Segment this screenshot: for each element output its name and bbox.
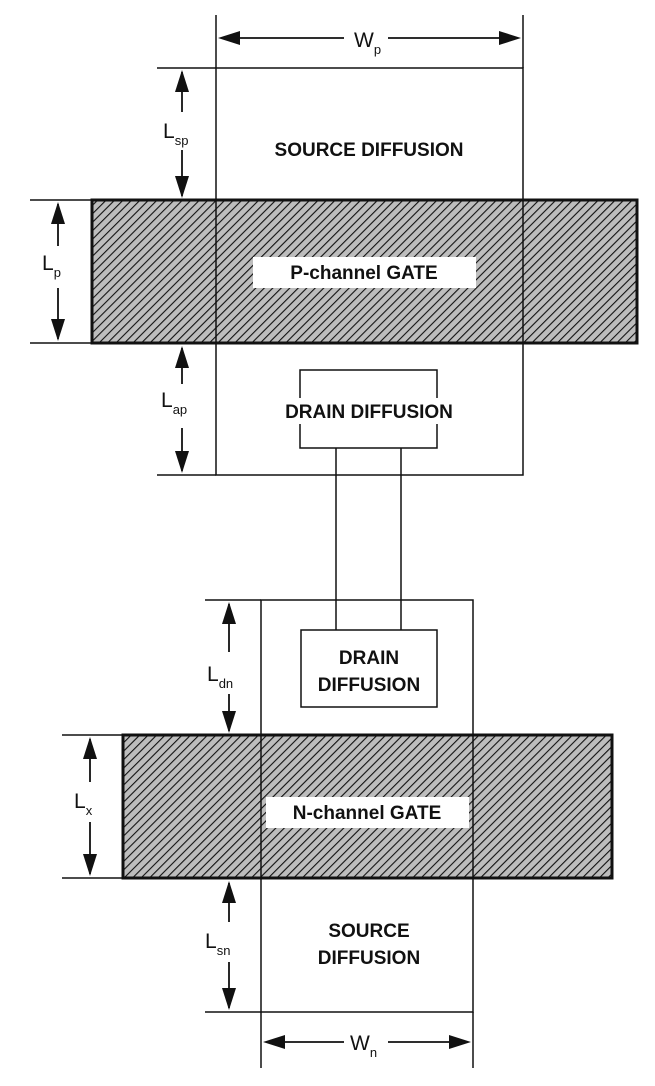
n-drain-label-line2: DIFFUSION	[318, 675, 420, 696]
ldn-dimension: Ldn	[205, 599, 261, 733]
wn-dimension: Wn	[260, 1012, 474, 1068]
lap-dimension: Lap	[157, 346, 216, 476]
lsp-label: Lsp	[163, 120, 188, 148]
lx-label: Lx	[74, 790, 93, 818]
n-drain-label-line1: DRAIN	[339, 648, 399, 669]
lap-label: Lap	[161, 389, 187, 417]
n-channel-gate-label: N-channel GATE	[293, 803, 442, 824]
lsp-dimension: Lsp	[157, 67, 216, 198]
lsn-label: Lsn	[205, 930, 230, 958]
p-channel-gate-label: P-channel GATE	[290, 263, 437, 284]
wp-dimension: Wp	[215, 15, 524, 68]
lsn-dimension: Lsn	[205, 881, 261, 1013]
lp-dimension: Lp	[30, 199, 92, 344]
wp-label: Wp	[354, 29, 381, 57]
lp-label: Lp	[42, 252, 61, 280]
ldn-label: Ldn	[207, 663, 233, 691]
lx-dimension: Lx	[62, 734, 123, 879]
n-source-label-line1: SOURCE	[328, 921, 409, 942]
n-source-label-line2: DIFFUSION	[318, 948, 420, 969]
p-drain-diffusion-label: DRAIN DIFFUSION	[285, 402, 453, 423]
wn-label: Wn	[350, 1032, 377, 1060]
n-drain-contact	[300, 629, 438, 708]
p-source-diffusion-label: SOURCE DIFFUSION	[275, 140, 464, 161]
